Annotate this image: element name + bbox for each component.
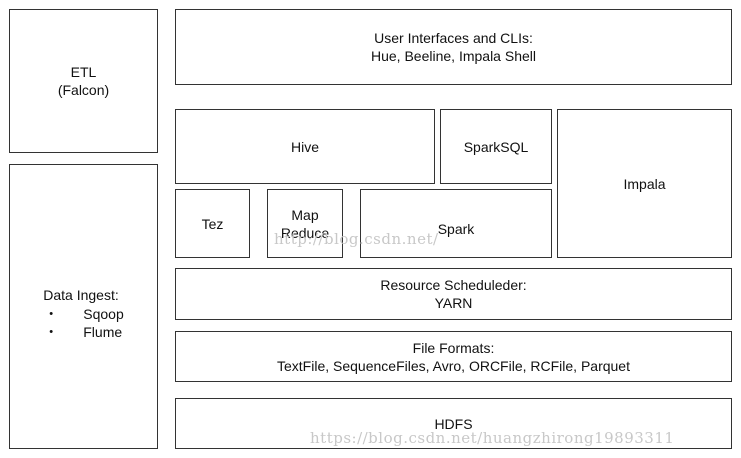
tez-box: Tez [175,189,250,258]
user-interfaces-box: User Interfaces and CLIs: Hue, Beeline, … [175,9,732,85]
etl-sublabel: (Falcon) [57,82,110,98]
mapreduce-label-line1: Map [291,206,319,223]
impala-box: Impala [557,109,732,258]
bullet-icon: • [49,308,54,320]
resource-scheduler-title: Resource Scheduleder: [380,277,527,293]
hive-box: Hive [175,109,435,184]
file-formats-detail: TextFile, SequenceFiles, Avro, ORCFile, … [277,357,630,374]
data-ingest-box: Data Ingest: • Sqoop • Flume [9,164,158,449]
data-ingest-item: • Flume [43,323,122,341]
data-ingest-content: Data Ingest: • Sqoop • Flume [43,286,123,341]
sparksql-label: SparkSQL [463,138,529,155]
mapreduce-box: Map Reduce [267,189,343,258]
data-ingest-title: Data Ingest: [43,287,119,303]
hdfs-label: HDFS [434,415,473,432]
spark-box: Spark [360,189,552,258]
user-interfaces-detail: Hue, Beeline, Impala Shell [371,48,536,64]
tez-label: Tez [201,215,224,232]
file-formats-title: File Formats: [412,339,495,356]
file-formats-box: File Formats: TextFile, SequenceFiles, A… [175,331,732,382]
data-ingest-item-label: Flume [83,324,123,340]
etl-label: ETL [70,64,97,80]
hive-label: Hive [290,138,319,155]
impala-label: Impala [623,175,666,192]
resource-scheduler-box: Resource Scheduleder: YARN [175,268,732,320]
hdfs-box: HDFS [175,398,732,449]
etl-box: ETL (Falcon) [9,9,158,153]
user-interfaces-title: User Interfaces and CLIs: [374,30,533,46]
spark-label: Spark [437,220,475,237]
data-ingest-item: • Sqoop [43,305,123,323]
bullet-icon: • [49,326,54,338]
sparksql-box: SparkSQL [440,109,552,184]
resource-scheduler-detail: YARN [434,295,473,311]
mapreduce-label-line2: Reduce [280,224,330,241]
data-ingest-item-label: Sqoop [83,306,124,322]
